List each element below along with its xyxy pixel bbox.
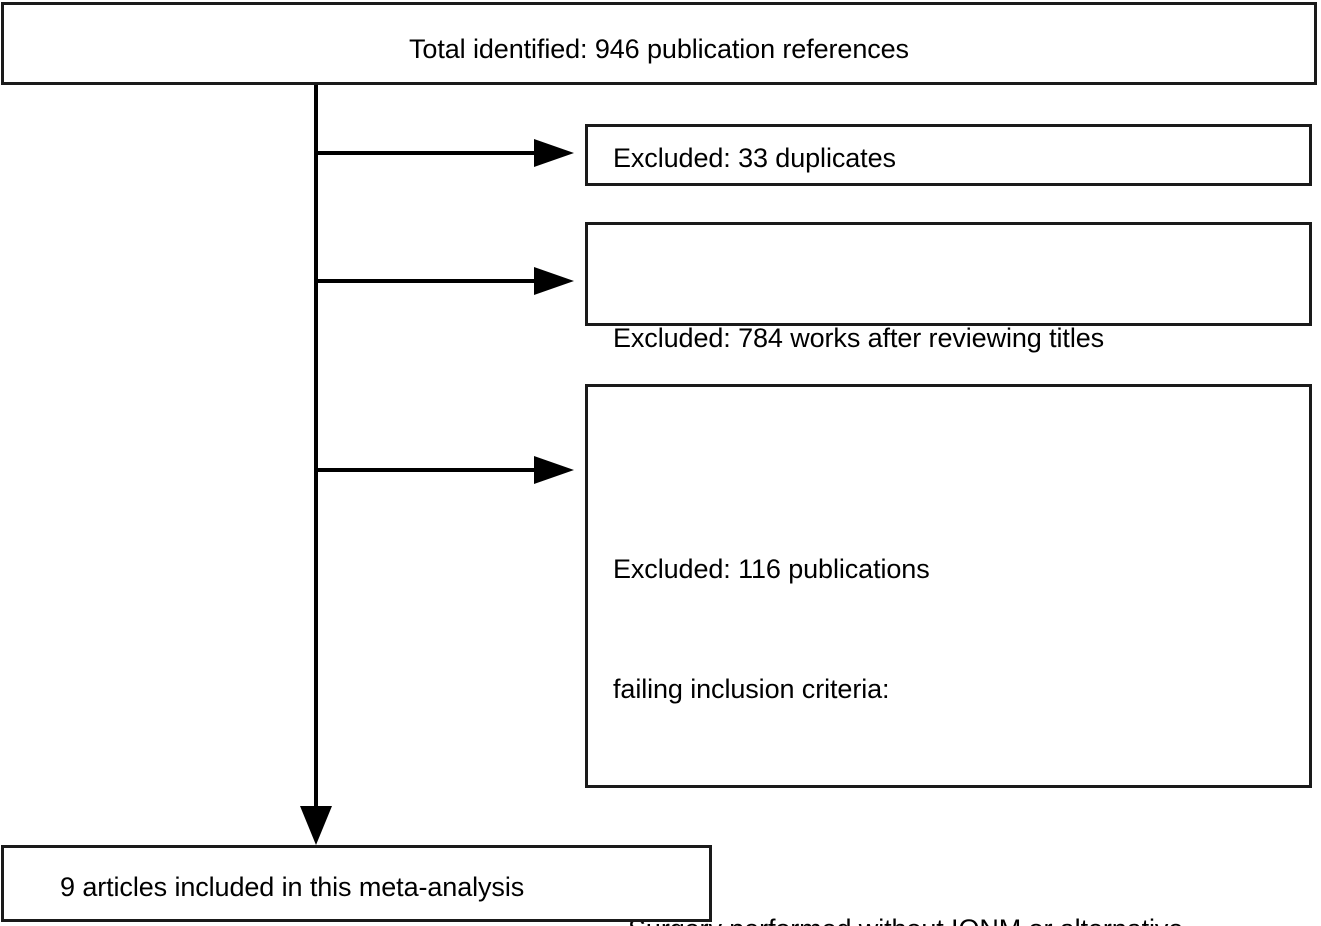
box-excluded-duplicates: Excluded: 33 duplicates: [585, 124, 1312, 186]
excluded-titles-line-1: Excluded: 784 works after reviewing titl…: [613, 323, 1105, 353]
excluded-criteria-text-block: Excluded: 116 publications failing inclu…: [613, 429, 1299, 926]
included-articles-label: 9 articles included in this meta-analysi…: [60, 872, 525, 902]
box-included-articles: 9 articles included in this meta-analysi…: [1, 845, 712, 922]
criteria-bullet-item-1: • Surgery performed without IONM or alte…: [613, 829, 1299, 926]
excluded-duplicates-label: Excluded: 33 duplicates: [613, 143, 896, 173]
arrowhead-to-inclusion-criteria: [534, 456, 574, 484]
box-excluded-titles-abstracts: Excluded: 784 works after reviewing titl…: [585, 222, 1312, 473]
box-total-identified: Total identified: 946 publication refere…: [1, 2, 1317, 85]
box-excluded-inclusion-criteria: Excluded: 116 publications failing inclu…: [585, 384, 1312, 926]
criteria-bullet-1-body: Surgery performed without IONM or altern…: [628, 829, 1299, 926]
arrowhead-to-duplicates: [534, 139, 574, 167]
arrowhead-to-included-box: [300, 806, 332, 845]
excluded-criteria-line-1: Excluded: 116 publications: [613, 554, 930, 584]
total-identified-label: Total identified: 946 publication refere…: [409, 34, 909, 64]
criteria-bullet-1-line-1: Surgery performed without IONM or altern…: [628, 909, 1299, 926]
excluded-criteria-line-2: failing inclusion criteria:: [613, 674, 890, 704]
arrowhead-to-titles-abstracts: [534, 267, 574, 295]
